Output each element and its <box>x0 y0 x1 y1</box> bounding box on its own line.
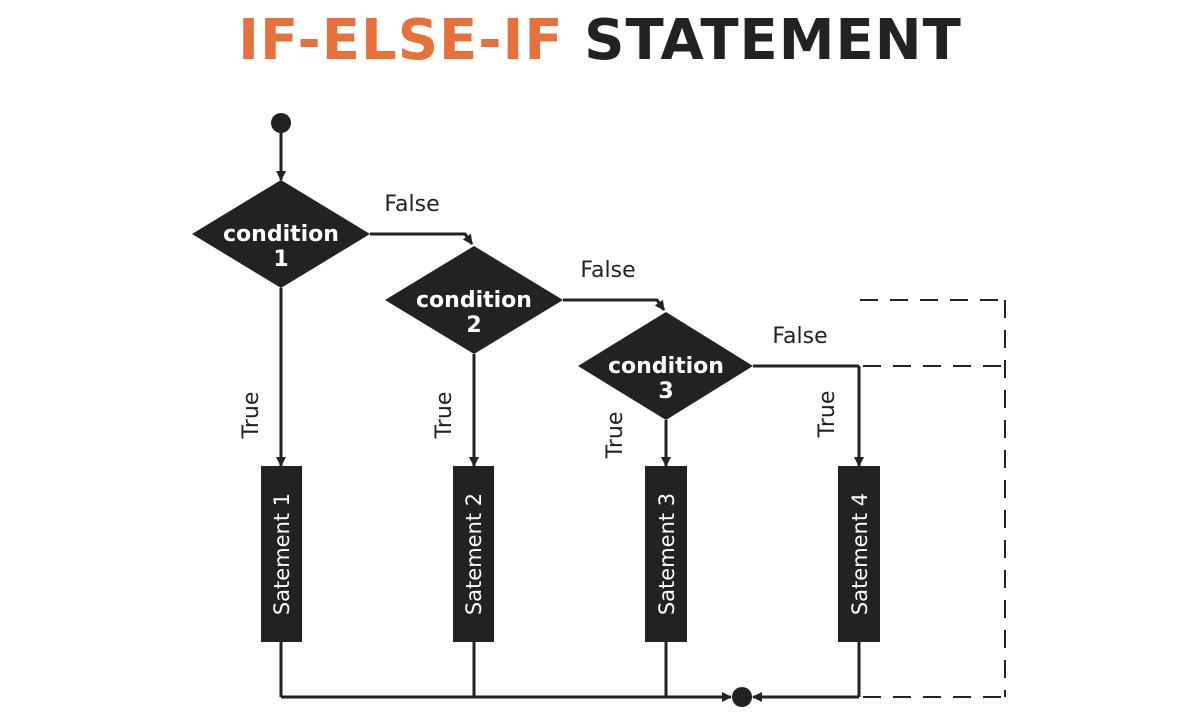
end-node <box>732 687 752 707</box>
statement-4: Satement 4 <box>838 466 880 642</box>
true-label-3: True <box>603 412 628 460</box>
statement-label: Satement 2 <box>462 493 486 615</box>
false-arrow-2 <box>563 298 666 311</box>
condition-2: condition 2 <box>385 246 563 354</box>
condition-label: condition <box>223 222 339 247</box>
false-arrow-1 <box>370 232 474 245</box>
statement-label: Satement 3 <box>655 493 679 615</box>
condition-1: condition 1 <box>192 180 370 288</box>
title-highlight: IF-ELSE-IF <box>238 8 564 73</box>
dashed-loop <box>860 299 1006 698</box>
condition-number: 2 <box>466 313 481 338</box>
statement-1: Satement 1 <box>261 466 302 642</box>
true-label-1: True <box>239 392 264 440</box>
condition-number: 1 <box>273 247 288 272</box>
true-label-4: True <box>815 391 840 439</box>
condition-label: condition <box>608 354 724 379</box>
true-label-2: True <box>432 392 457 440</box>
statement-2: Satement 2 <box>453 466 494 642</box>
start-node <box>271 113 291 133</box>
false-label-1: False <box>384 192 439 217</box>
condition-3: condition 3 <box>578 312 753 420</box>
condition-label: condition <box>416 288 532 313</box>
condition-number: 3 <box>658 379 673 404</box>
statement-3: Satement 3 <box>645 466 687 642</box>
false-label-2: False <box>580 258 635 283</box>
title-rest: STATEMENT <box>584 8 962 73</box>
page-title: IF-ELSE-IF STATEMENT <box>0 8 1200 73</box>
statement-label: Satement 4 <box>848 493 872 615</box>
false-label-3: False <box>772 324 827 349</box>
statement-label: Satement 1 <box>270 493 294 615</box>
